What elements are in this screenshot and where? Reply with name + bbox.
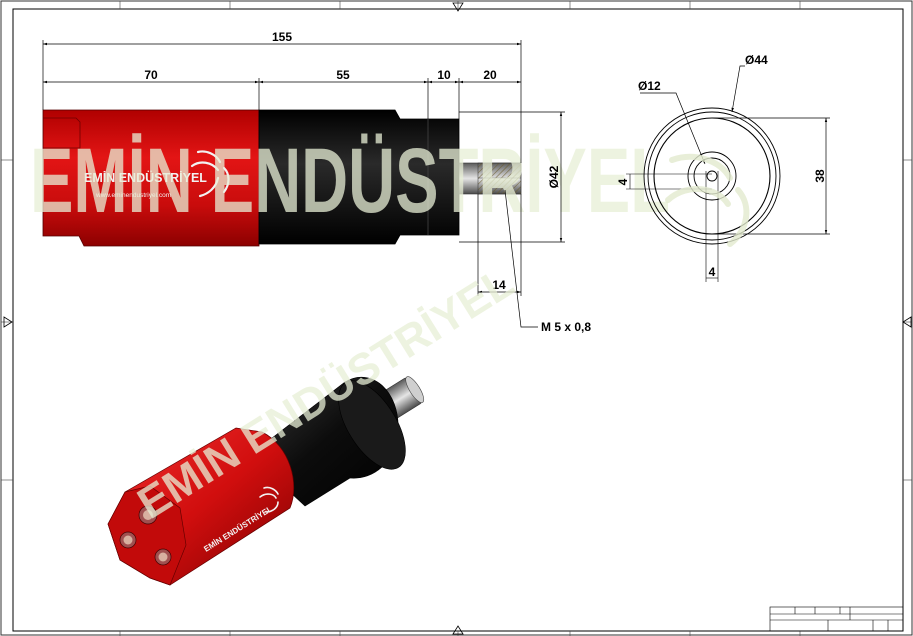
triangle-marker-icon [902,316,912,328]
title-block [769,606,904,632]
end-view [626,65,830,282]
triangle-marker-icon [3,316,13,328]
red-body-notch [43,117,81,149]
dim-body-diameter: Ø42 [547,165,561,188]
dim-black-length: 55 [336,68,350,82]
dim-thread-depth: 14 [492,278,506,292]
dim-overall-length: 155 [272,30,292,44]
dim-flat-offset: 4 [616,178,630,185]
dim-flat-width: 4 [709,265,716,279]
brand-name-side: EMİN ENDÜSTRİYEL [84,170,207,185]
dim-outer-diameter: Ø44 [745,53,768,67]
thread-section [477,162,522,195]
dim-red-length: 70 [144,68,158,82]
side-dimensions [42,40,565,328]
dim-bore-diameter: Ø12 [638,79,661,93]
dim-shaft-length: 20 [483,68,497,82]
triangle-marker-icon [452,2,464,12]
triangle-marker-icon [452,625,464,635]
dim-flat-height: 38 [813,169,827,183]
dim-thread-spec: M 5 x 0,8 [541,320,591,334]
swirl-logo-icon [259,486,279,513]
website-side: www.eminendustriyel.com [95,192,171,199]
swirl-logo-icon [190,150,230,198]
black-body [258,109,460,245]
dim-collar-length: 10 [437,68,451,82]
side-view: EMİN ENDÜSTRİYEL www.eminendustriyel.com [42,109,522,247]
watermark: EMİN ENDÜSTRİYEL [30,130,670,232]
swirl-logo-icon [665,153,750,247]
